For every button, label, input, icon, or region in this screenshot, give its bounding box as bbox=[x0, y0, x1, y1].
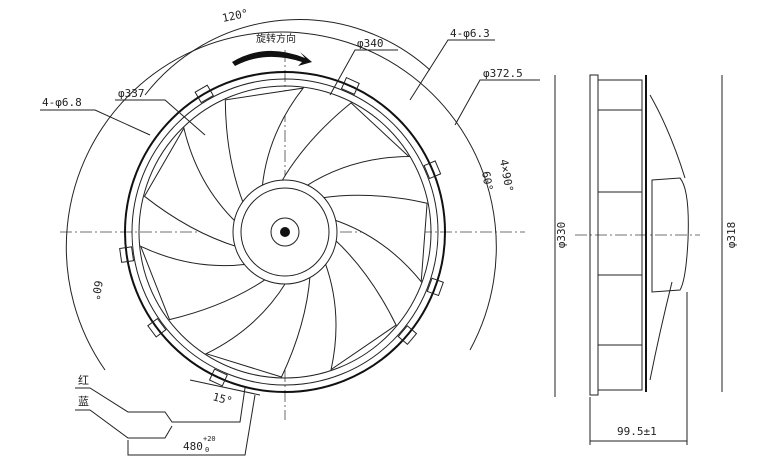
mounting-bracket bbox=[423, 160, 442, 180]
mounting-bracket bbox=[340, 76, 360, 95]
rotation-arrow-icon bbox=[232, 50, 312, 66]
wire-tol-minus: 0 bbox=[205, 446, 209, 454]
dia-3725-label: φ372.5 bbox=[483, 67, 523, 80]
fan-blade bbox=[204, 274, 311, 378]
shroud-outer-ring bbox=[124, 71, 446, 393]
depth-label: 99.5±1 bbox=[617, 425, 657, 438]
angle-4x90-label: 4×90° bbox=[497, 158, 516, 193]
blue-wire bbox=[75, 409, 173, 439]
wire-blue-label: 蓝 bbox=[78, 395, 89, 408]
rotation-direction-label: 旋转方向 bbox=[256, 32, 296, 45]
leader-337 bbox=[115, 99, 206, 136]
mounting-bracket bbox=[208, 368, 228, 387]
angle-15-label: 15° bbox=[211, 390, 234, 408]
hub-inner-ring bbox=[240, 187, 330, 277]
mounting-bracket bbox=[426, 277, 444, 297]
holes-68-label: 4-φ6.8 bbox=[42, 96, 82, 109]
wire-length-dim bbox=[127, 394, 256, 456]
shroud-inner-ring bbox=[131, 78, 439, 386]
wire-length-label: 480 bbox=[183, 440, 203, 453]
shaft bbox=[280, 227, 290, 237]
fan-blade bbox=[324, 238, 397, 371]
angle-15-line bbox=[189, 379, 261, 396]
leader-3725 bbox=[454, 79, 540, 126]
angle-right-60-label: 60° bbox=[479, 170, 495, 192]
angle-120-label: 120° bbox=[221, 7, 250, 25]
leader-340 bbox=[329, 49, 398, 96]
wire-tol-plus: +20 bbox=[203, 435, 216, 443]
dimension-arc-3725 bbox=[65, 31, 497, 371]
side-view: φ330 φ318 99.5±1 bbox=[554, 74, 738, 445]
leader-holes-63 bbox=[409, 39, 495, 101]
fan-blade bbox=[320, 194, 428, 283]
mounting-brackets bbox=[119, 76, 444, 387]
fan-blade bbox=[280, 102, 411, 187]
mounting-bracket bbox=[147, 317, 167, 338]
holes-63-label: 4-φ6.3 bbox=[450, 27, 490, 40]
fan-blade bbox=[139, 245, 268, 321]
blade-tip-circle bbox=[138, 85, 432, 379]
dia-337-label: φ337 bbox=[118, 87, 145, 100]
dia-330-label: φ330 bbox=[555, 222, 568, 249]
blade-profile bbox=[649, 94, 686, 381]
wire-red-label: 红 bbox=[78, 374, 89, 387]
angle-left-60-label: 60° bbox=[89, 279, 105, 301]
dia-318-label: φ318 bbox=[725, 222, 738, 249]
leader-holes-68 bbox=[40, 109, 151, 136]
shroud-body bbox=[597, 79, 643, 391]
mounting-bracket bbox=[119, 246, 135, 263]
dia-340-label: φ340 bbox=[357, 37, 384, 50]
fan-blade bbox=[224, 87, 305, 205]
mounting-bracket bbox=[397, 325, 418, 345]
red-wire bbox=[75, 387, 246, 423]
motor-body bbox=[651, 177, 689, 293]
dimension-arc-120 bbox=[144, 19, 431, 96]
mounting-bracket bbox=[194, 84, 214, 104]
fan-blade bbox=[143, 126, 238, 248]
fan-blades bbox=[139, 87, 428, 378]
hub-center bbox=[270, 217, 300, 247]
front-view: 120° 旋转方向 φ340 4-φ6.3 φ372.5 4-φ6.8 φ337… bbox=[40, 7, 540, 456]
